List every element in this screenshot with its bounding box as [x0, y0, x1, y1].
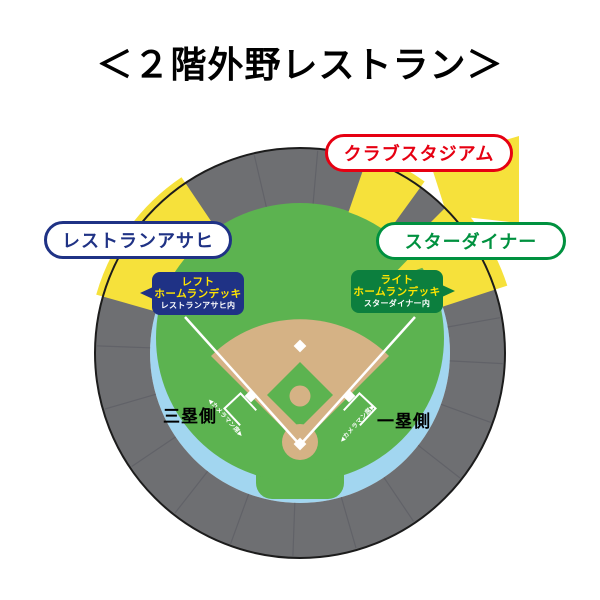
left-deck-line1: レフト — [181, 276, 215, 288]
home-plate — [293, 437, 307, 451]
right-deck-line3: スターダイナー内 — [363, 299, 431, 309]
right-deck-line2: ホームランデッキ — [353, 286, 441, 299]
bullpen-box-third — [223, 392, 257, 426]
third-base — [244, 389, 258, 403]
left-homerun-deck-box: レフト ホームランデッキ レストランアサヒ内 — [140, 272, 244, 315]
label-star-diner: スターダイナー — [376, 222, 566, 260]
left-deck-pointer — [140, 287, 153, 299]
foul-line-first — [299, 316, 416, 446]
foul-line-third — [184, 316, 301, 446]
label-third-base-side: 三塁側 — [163, 407, 217, 426]
label-first-base-side: 一塁側 — [377, 412, 431, 431]
label-restaurant-asahi: レストランアサヒ — [44, 221, 232, 259]
page-title: ＜２階外野レストラン＞ — [96, 44, 504, 85]
stadium-outline — [94, 147, 506, 559]
right-deck-pointer — [442, 285, 455, 297]
ring-section-dividers — [97, 150, 503, 556]
right-homerun-deck-box: ライト ホームランデッキ スターダイナー内 — [351, 270, 455, 313]
right-deck-line1: ライト — [380, 274, 414, 286]
bullpen-box-first — [343, 392, 377, 426]
pitchers-mound — [289, 385, 311, 407]
label-club-stadium: クラブスタジアム — [325, 134, 513, 172]
second-base — [293, 339, 307, 353]
left-deck-line2: ホームランデッキ — [154, 288, 242, 301]
left-deck-line3: レストランアサヒ内 — [160, 301, 236, 311]
yellow-section-club-stadium — [348, 152, 425, 233]
first-base — [342, 389, 356, 403]
